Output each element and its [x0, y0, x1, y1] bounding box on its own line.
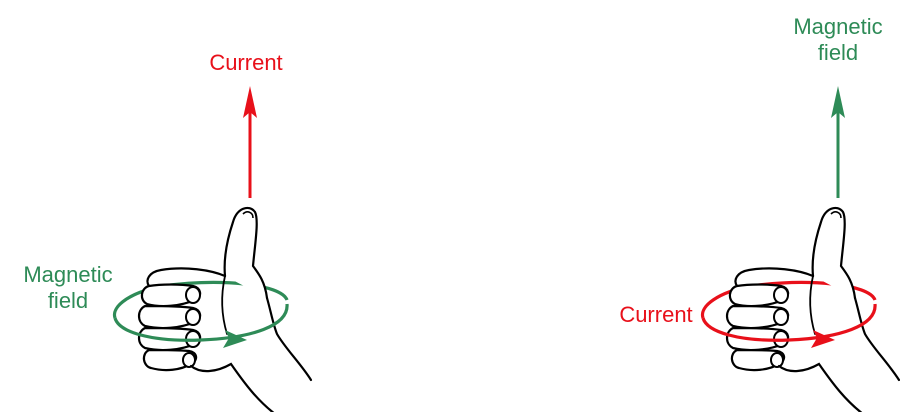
left-right-hand-icon [114, 208, 311, 412]
left-current-up-arrow-icon [243, 86, 257, 198]
right-right-hand-icon [702, 208, 899, 412]
left-panel: Current Magnetic field [23, 50, 311, 412]
left-field-label-line2: field [48, 288, 88, 313]
right-field-label-line2: field [818, 40, 858, 65]
left-current-label: Current [209, 50, 282, 75]
right-field-up-arrow-icon [831, 86, 845, 198]
right-panel: Magnetic field Current [619, 14, 899, 412]
right-current-label: Current [619, 302, 692, 327]
left-field-label-line1: Magnetic [23, 262, 112, 287]
right-field-label-line1: Magnetic [793, 14, 882, 39]
